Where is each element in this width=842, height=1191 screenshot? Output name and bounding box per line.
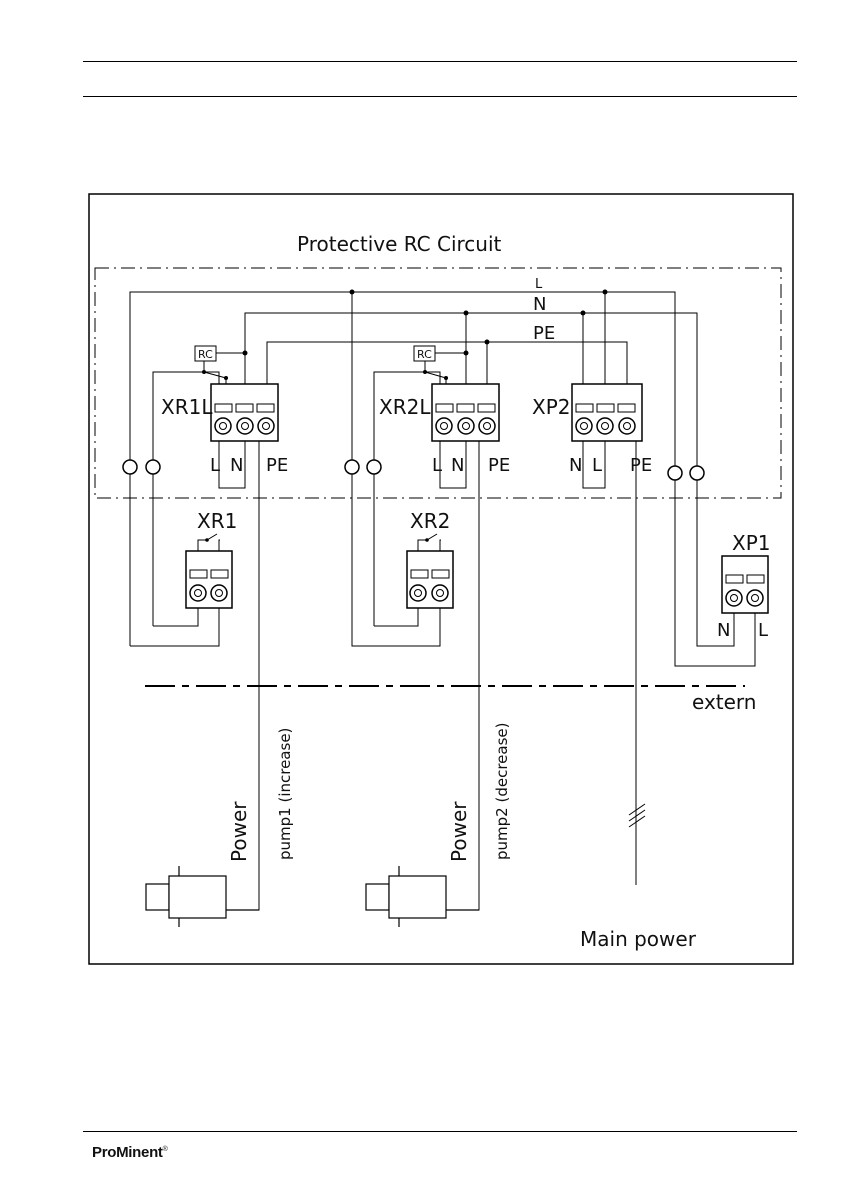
main-power-label: Main power xyxy=(580,927,697,951)
pump1-label: pump1 (increase) xyxy=(276,728,294,860)
terminal-xp2 xyxy=(572,384,642,441)
logo-text: ProMinent xyxy=(92,1144,163,1161)
pin-label-xp2-2: L xyxy=(592,455,602,476)
terminal-xr2 xyxy=(407,534,453,608)
pin-label-xr2l-2: N xyxy=(451,455,464,476)
bus-label-n: N xyxy=(533,294,546,315)
terminal-xp1 xyxy=(722,556,768,613)
pin-label-xr2l-3: PE xyxy=(488,455,510,476)
terminal-label-xr1l: XR1L xyxy=(161,395,213,419)
bus-label-l: L xyxy=(535,277,543,292)
main-power-cable-ticks xyxy=(629,804,645,827)
pin-label-xr1l-2: N xyxy=(230,455,243,476)
terminal-label-xr2: XR2 xyxy=(410,509,450,533)
terminal-xr2l xyxy=(432,384,499,441)
extern-label: extern xyxy=(692,690,756,714)
pump2-connector xyxy=(366,866,479,927)
pin-label-xp1-1: N xyxy=(717,620,730,641)
terminal-xr1 xyxy=(186,534,232,608)
pin-label-xr2l-1: L xyxy=(432,455,442,476)
rc-label-2: RC xyxy=(417,348,432,361)
pin-label-xr1l-3: PE xyxy=(266,455,288,476)
pin-label-xp2-1: N xyxy=(569,455,582,476)
pump2-power-label: Power xyxy=(447,801,471,862)
logo-registered-mark: ® xyxy=(163,1146,168,1153)
pump1-power-label: Power xyxy=(227,801,251,862)
pump1-connector xyxy=(146,866,259,927)
pump2-label: pump2 (decrease) xyxy=(493,723,511,860)
rc-circuit-title: Protective RC Circuit xyxy=(297,232,502,256)
rc-box-1: RC xyxy=(195,346,245,384)
pin-label-xp2-3: PE xyxy=(630,455,652,476)
terminal-label-xr1: XR1 xyxy=(197,509,237,533)
terminal-xr1l xyxy=(211,384,278,441)
terminal-label-xp2: XP2 xyxy=(532,395,571,419)
terminal-label-xp1: XP1 xyxy=(732,531,771,555)
prominent-logo: ProMinent® xyxy=(92,1144,168,1161)
pin-label-xp1-2: L xyxy=(758,620,768,641)
rc-label-1: RC xyxy=(198,348,213,361)
bus-label-pe: PE xyxy=(533,323,555,344)
terminal-label-xr2l: XR2L xyxy=(379,395,431,419)
pin-label-xr1l-1: L xyxy=(210,455,220,476)
